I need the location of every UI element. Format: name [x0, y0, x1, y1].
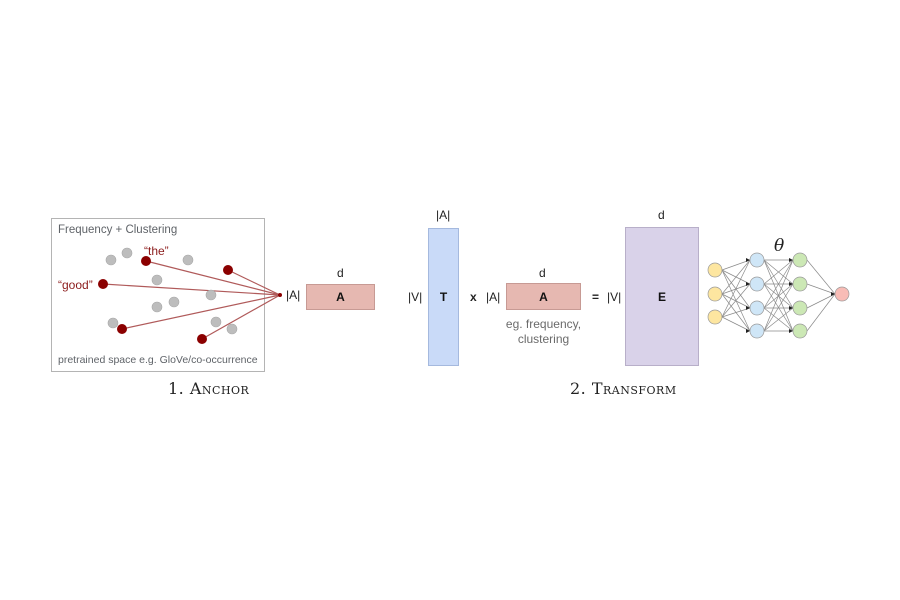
A-note-line1: eg. frequency, [505, 317, 582, 331]
T-rows-label: |V| [408, 290, 423, 304]
network-node-input [707, 286, 723, 302]
panel-title: Frequency + Clustering [58, 224, 178, 236]
network-node-hidden1 [749, 252, 765, 268]
arrowhead-icon [789, 329, 793, 333]
arrowhead-icon [746, 258, 750, 262]
network-edge [721, 259, 751, 318]
anchor-dot [117, 324, 127, 334]
A-note-line2: clustering [517, 332, 570, 346]
convergence-point [278, 293, 282, 297]
network-edge [721, 259, 751, 295]
network-node-hidden1 [749, 323, 765, 339]
network-node-hidden2 [792, 276, 808, 292]
arrowhead-icon [789, 306, 793, 310]
anchor-rows-label: |A| [286, 288, 301, 302]
A-note: eg. frequency, clustering [496, 317, 591, 347]
network-edge [721, 316, 751, 332]
network-edge [763, 283, 794, 332]
network-edge [806, 293, 836, 332]
anchor-matrix-A: A [306, 284, 375, 310]
arrowhead-icon [789, 258, 793, 262]
transform-matrix-A: A [506, 283, 581, 310]
network-edge [806, 283, 836, 295]
word-dot [107, 317, 119, 329]
equals-operator: = [592, 290, 600, 304]
A-cols-label: d [539, 266, 546, 280]
network-edge [763, 259, 794, 332]
network-edges [721, 258, 836, 333]
theta-label: θ [774, 236, 785, 256]
network-edge [806, 293, 836, 309]
arrowhead-icon [746, 282, 750, 286]
times-operator: x [470, 290, 477, 304]
caption-anchor: 1. Anchor [168, 379, 250, 398]
anchor-line [145, 260, 281, 296]
arrowhead-icon [789, 282, 793, 286]
caption-transform: 2. Transform [570, 379, 677, 398]
network-node-hidden2 [792, 323, 808, 339]
network-edge [721, 259, 751, 271]
network-edge [721, 283, 751, 318]
word-dot [226, 323, 238, 335]
anchor-line [227, 269, 281, 296]
word-dot [151, 274, 163, 286]
arrowhead-icon [746, 329, 750, 333]
E-rows-label: |V| [607, 290, 622, 304]
anchor-dot [98, 279, 108, 289]
E-cols-label: d [658, 208, 665, 222]
arrowhead-icon [746, 306, 750, 310]
anchor-cols-label: d [337, 266, 344, 280]
word-good-label: “good” [58, 278, 93, 292]
anchor-dot [197, 334, 207, 344]
network-node-input [707, 262, 723, 278]
word-dot [210, 316, 222, 328]
network-node-hidden1 [749, 276, 765, 292]
network-node-hidden1 [749, 300, 765, 316]
network-edge [763, 259, 794, 309]
anchor-dot [141, 256, 151, 266]
anchor-line [201, 294, 281, 340]
embedding-matrix-E: E [625, 227, 699, 366]
word-dot [121, 247, 133, 259]
anchor-dot [223, 265, 233, 275]
network-node-hidden2 [792, 300, 808, 316]
word-dot [105, 254, 117, 266]
network-edge [806, 259, 836, 295]
network-edge [763, 259, 794, 285]
A-rows-label: |A| [486, 290, 501, 304]
transform-matrix-T: T [428, 228, 459, 366]
network-node-hidden2 [792, 252, 808, 268]
word-dot [182, 254, 194, 266]
pretrained-space-panel [51, 218, 265, 372]
anchor-line [121, 294, 281, 330]
anchor-line [102, 283, 281, 296]
arrowhead-icon [831, 292, 835, 296]
word-dot [205, 289, 217, 301]
word-dot [151, 301, 163, 313]
network-node-input [707, 309, 723, 325]
T-cols-label: |A| [436, 208, 451, 222]
panel-footer: pretrained space e.g. GloVe/co-occurrenc… [58, 354, 258, 366]
network-edge [721, 307, 751, 318]
network-node-output [834, 286, 850, 302]
network-edge [763, 307, 794, 332]
word-dot [168, 296, 180, 308]
word-the-label: “the” [144, 244, 169, 258]
